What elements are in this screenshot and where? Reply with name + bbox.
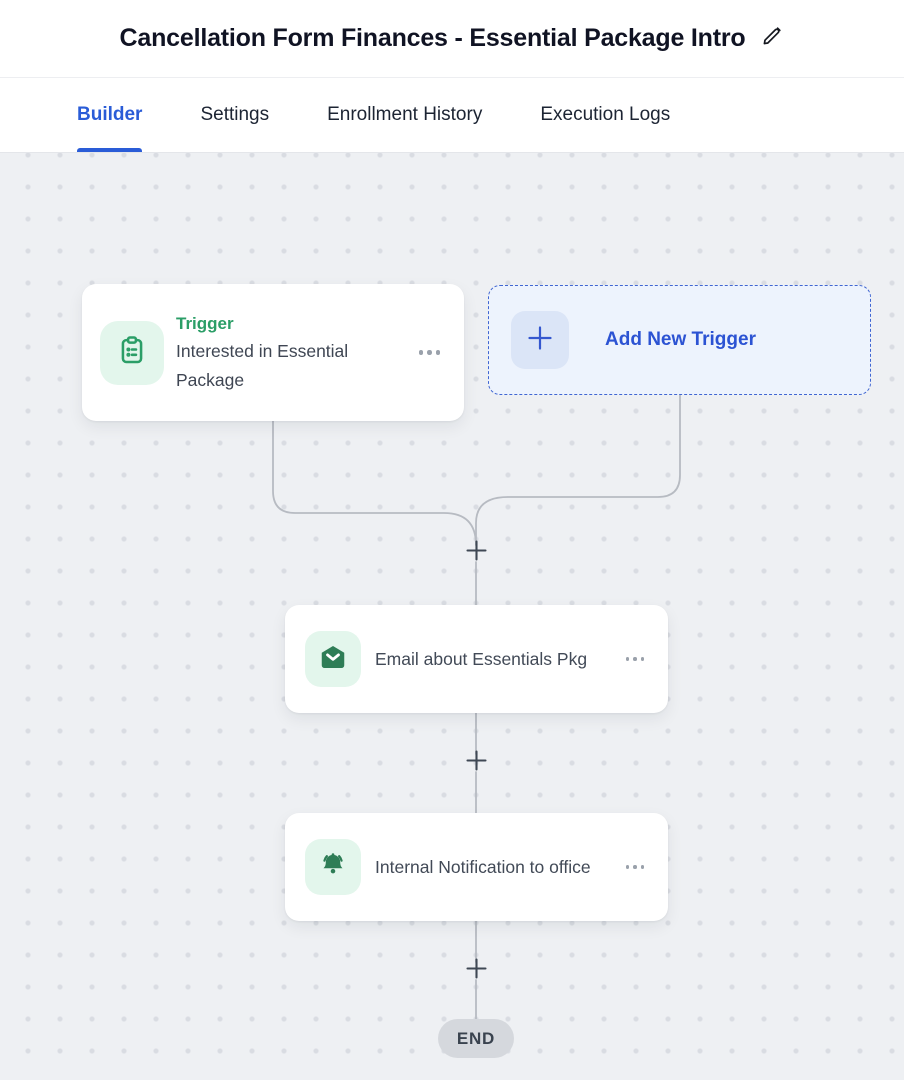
plus-icon	[465, 958, 487, 984]
add-new-trigger-label: Add New Trigger	[605, 329, 756, 350]
tab-enrollment-history-label: Enrollment History	[327, 104, 483, 125]
action-name: Email about Essentials Pkg	[375, 648, 588, 669]
tab-builder-label: Builder	[77, 104, 143, 125]
trigger-type-label: Trigger	[176, 314, 234, 333]
tab-settings[interactable]: Settings	[200, 78, 269, 152]
tab-builder[interactable]: Builder	[77, 78, 143, 152]
add-step-button[interactable]	[463, 750, 489, 776]
workflow-tabbar: Builder Settings Enrollment History Exec…	[0, 78, 904, 153]
action-node-notification[interactable]: Internal Notification to office	[285, 813, 668, 921]
bell-icon	[317, 849, 349, 886]
action-name: Internal Notification to office	[375, 856, 591, 877]
trigger-node-card[interactable]: Trigger Interested in Essential Package	[82, 284, 464, 421]
add-new-trigger-button[interactable]: Add New Trigger	[488, 285, 871, 395]
workflow-end-node: END	[438, 1019, 514, 1058]
add-step-button[interactable]	[463, 540, 489, 566]
plus-chip	[511, 311, 569, 369]
action-ellipsis-menu-icon[interactable]	[625, 657, 644, 661]
add-step-button[interactable]	[463, 958, 489, 984]
workflow-canvas[interactable]: Trigger Interested in Essential Package …	[0, 153, 904, 1080]
tab-execution-logs-label: Execution Logs	[540, 104, 671, 125]
action-ellipsis-menu-icon[interactable]	[625, 865, 644, 869]
clipboard-list-icon	[116, 334, 148, 371]
trigger-ellipsis-menu-icon[interactable]	[418, 350, 440, 355]
notification-icon-chip	[305, 839, 361, 895]
plus-icon	[465, 750, 487, 776]
trigger-icon-chip	[100, 320, 164, 385]
plus-icon	[465, 540, 487, 566]
open-envelope-icon	[318, 642, 348, 677]
tab-settings-label: Settings	[200, 104, 270, 125]
page-title: Cancellation Form Finances - Essential P…	[119, 24, 746, 52]
active-tab-underline	[77, 148, 143, 152]
email-icon-chip	[305, 631, 361, 687]
plus-icon	[525, 323, 555, 358]
tab-enrollment-history[interactable]: Enrollment History	[327, 78, 482, 152]
trigger-name: Interested in Essential Package	[176, 341, 349, 390]
edit-title-button[interactable]	[760, 24, 784, 53]
tab-execution-logs[interactable]: Execution Logs	[540, 78, 670, 152]
action-node-email[interactable]: Email about Essentials Pkg	[285, 605, 668, 713]
workflow-header: Cancellation Form Finances - Essential P…	[0, 0, 904, 78]
pencil-icon	[760, 24, 784, 53]
